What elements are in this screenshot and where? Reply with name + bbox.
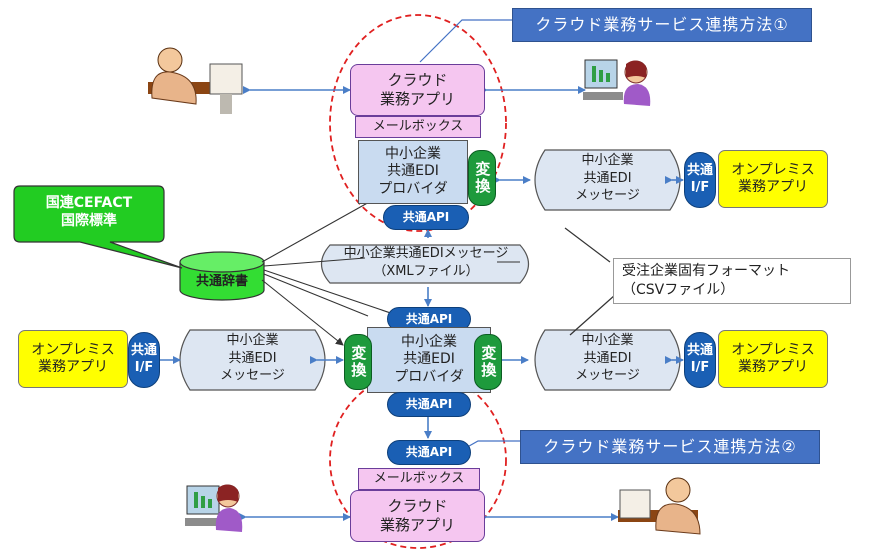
person-icon-top-left [148, 47, 243, 114]
note-leader-2 [569, 294, 616, 336]
middle-convert-right: 変換 [474, 334, 502, 390]
person-icon-bottom-right [618, 477, 701, 535]
title-leader-bottom [461, 440, 520, 451]
bottom-api: 共通API [387, 440, 471, 465]
common-if-left: 共通 I/F [128, 332, 160, 388]
top-convert: 変換 [468, 150, 496, 206]
common-if-top: 共通 I/F [684, 152, 716, 208]
dict-line-provider [263, 273, 369, 317]
edi-message-top-right: 中小企業 共通EDI メッセージ [575, 153, 640, 204]
onprem-app-top: オンプレミス 業務アプリ [718, 150, 828, 208]
cefact-callout-shape [13, 185, 183, 269]
xml-message-label: 中小企業共通EDIメッセージ （XMLファイル） [343, 246, 509, 279]
dict-line-mid [263, 257, 366, 267]
common-if-right: 共通 I/F [684, 332, 716, 388]
dict-line-top [261, 195, 381, 263]
dict-line-left-conv [261, 279, 344, 346]
edi-message-shape-mid-right [534, 329, 681, 391]
cefact-label: 国連CEFACT 国際標準 [45, 195, 133, 230]
dashed-circle-top [329, 14, 507, 232]
middle-api-lower: 共通API [387, 392, 471, 417]
top-provider: 中小企業 共通EDI プロバイダ [358, 140, 468, 204]
edi-message-mid-right: 中小企業 共通EDI メッセージ [575, 333, 640, 384]
bottom-mailbox: メールボックス [358, 468, 480, 490]
top-mailbox: メールボックス [355, 116, 481, 138]
note-leader-1 [564, 227, 611, 263]
xml-message-shape [320, 244, 530, 284]
onprem-app-right: オンプレミス 業務アプリ [718, 330, 828, 388]
edi-message-shape-top-right [534, 149, 681, 211]
top-api: 共通API [383, 205, 469, 230]
middle-convert-left: 変換 [344, 334, 372, 390]
person-icon-bottom-left [185, 484, 243, 532]
title-leader-top [419, 19, 512, 63]
middle-provider: 中小企業 共通EDI プロバイダ [367, 327, 491, 393]
edi-message-mid-left: 中小企業 共通EDI メッセージ [220, 333, 285, 384]
person-icon-top-right [583, 59, 651, 106]
top-cloud-app: クラウド 業務アプリ [350, 64, 485, 116]
title-method-2: クラウド業務サービス連携方法② [520, 430, 820, 464]
dictionary-cylinder [179, 251, 265, 301]
onprem-app-left: オンプレミス 業務アプリ [18, 330, 128, 388]
title-method-1: クラウド業務サービス連携方法① [512, 8, 812, 42]
bottom-cloud-app: クラウド 業務アプリ [350, 490, 485, 542]
edi-message-shape-mid-left [179, 329, 326, 391]
csv-format-note: 受注企業固有フォーマット （CSVファイル） [613, 258, 851, 304]
dictionary-label: 共通辞書 [195, 274, 248, 289]
